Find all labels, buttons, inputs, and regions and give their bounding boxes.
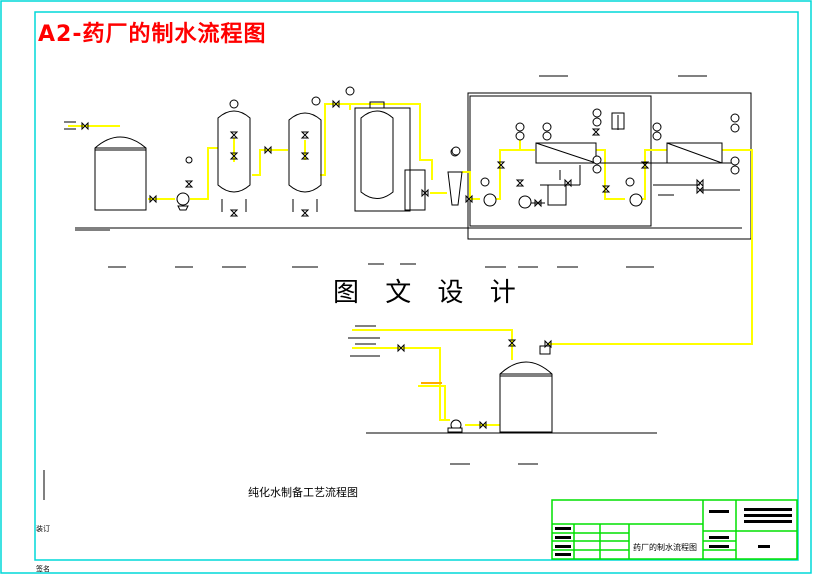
equipment-label-marks — [43, 75, 707, 500]
carbon-filter — [288, 96, 322, 212]
process-caption: 纯化水制备工艺流程图 — [248, 486, 358, 499]
purified-water-pump — [447, 419, 463, 433]
watermark-text: 图 文 设 计 — [333, 278, 525, 308]
raw-water-tank — [94, 136, 147, 211]
valves — [81, 99, 704, 430]
ground-lines — [75, 227, 742, 434]
inner-sheet-border — [34, 11, 799, 561]
yellow-pipes — [68, 103, 753, 426]
softener-tank — [354, 101, 426, 212]
title-block-marks — [555, 508, 792, 556]
title-block-drawing-name: 药厂的制水流程图 — [633, 543, 697, 552]
pressure-gauges — [185, 86, 740, 187]
drawing-title: A2-药厂的制水流程图 — [38, 22, 267, 47]
multimedia-filter — [217, 99, 251, 212]
side-stamp-binding: 装订 — [36, 525, 50, 533]
title-block — [551, 499, 798, 560]
raw-water-pump — [176, 192, 190, 211]
high-pressure-pumps — [483, 193, 643, 209]
side-stamp-signature: 签名 — [36, 565, 50, 573]
ro-membrane-2 — [666, 142, 723, 164]
ro-membrane-1 — [535, 142, 597, 164]
system-enclosure — [467, 92, 752, 240]
black-process-lines — [525, 115, 740, 204]
security-filter — [447, 147, 463, 206]
purified-water-tank — [499, 345, 553, 433]
intermediate-tank — [547, 112, 625, 206]
